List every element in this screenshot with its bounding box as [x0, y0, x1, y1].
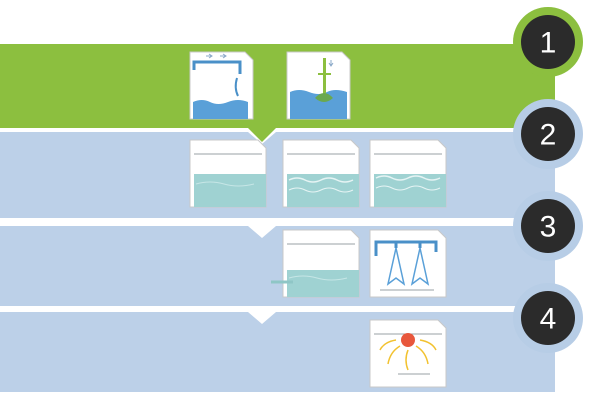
step-1-band: [0, 44, 555, 142]
step-number-4: 4: [540, 303, 557, 336]
step-4-band: [0, 312, 555, 392]
step-2-band: [0, 132, 555, 218]
step-3-band: [0, 226, 555, 306]
fill-water-icon: [189, 51, 254, 120]
sediment-tank-icon: [282, 139, 360, 208]
stir-paddle-icon: [286, 51, 351, 120]
drain-tank-icon: [271, 229, 360, 298]
step-badge-1: 1: [513, 7, 583, 77]
step-badge-2: 2: [513, 99, 583, 169]
sediment-tank-icon-b: [369, 139, 447, 208]
step-badge-4: 4: [513, 283, 583, 353]
spray-rinse-icon: [369, 229, 447, 298]
step-number-3: 3: [540, 211, 557, 244]
sun-dry-icon: [369, 319, 447, 388]
step-number-2: 2: [540, 119, 557, 152]
step-number-1: 1: [540, 27, 557, 60]
settling-tank-icon: [189, 139, 267, 208]
step-badge-3: 3: [513, 191, 583, 261]
